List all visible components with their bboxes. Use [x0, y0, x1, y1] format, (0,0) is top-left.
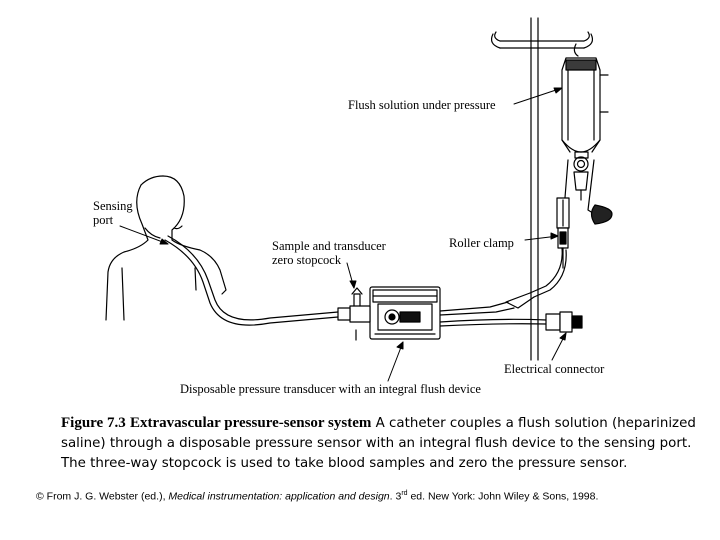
flush-tubing [439, 247, 567, 316]
credit-edition-suffix: rd [401, 490, 408, 497]
credit-prefix: © From J. G. Webster (ed.), [36, 490, 169, 503]
figure-title: Extravascular pressure-sensor system [129, 415, 372, 431]
label-sensing-port-line2: port [93, 213, 114, 227]
figure-number: Figure 7.3 [61, 415, 126, 431]
pressure-sensor-diagram [105, 17, 613, 382]
roller-clamp [556, 197, 570, 269]
label-sensing-port-line1: Sensing [93, 199, 133, 213]
electrical-connector [439, 311, 583, 333]
caption-body: A catheter couples a flush solution (hep… [61, 416, 696, 471]
label-flush-solution: Flush solution under pressure [348, 98, 496, 112]
label-stopcock-line1: Sample and transducer [272, 239, 386, 253]
source-credit: © From J. G. Webster (ed.), Medical inst… [36, 490, 598, 503]
book-title: Medical instrumentation: application and… [168, 490, 390, 503]
leader-lines [119, 87, 567, 382]
figure-caption: Figure 7.3 Extravascular pressure-sensor… [61, 413, 701, 474]
credit-rest: ed. New York: John Wiley & Sons, 1998. [407, 490, 599, 503]
label-electrical-connector: Electrical connector [504, 362, 605, 376]
patient-figure [105, 175, 227, 321]
catheter-tubing [164, 235, 339, 326]
label-roller-clamp: Roller clamp [449, 236, 514, 250]
label-stopcock-line2: zero stopcock [272, 253, 342, 267]
label-transducer: Disposable pressure transducer with an i… [180, 382, 481, 396]
credit-edition: . 3 [389, 490, 402, 503]
pressure-transducer [337, 286, 441, 341]
flush-bag [561, 57, 613, 225]
iv-pole [490, 17, 594, 361]
